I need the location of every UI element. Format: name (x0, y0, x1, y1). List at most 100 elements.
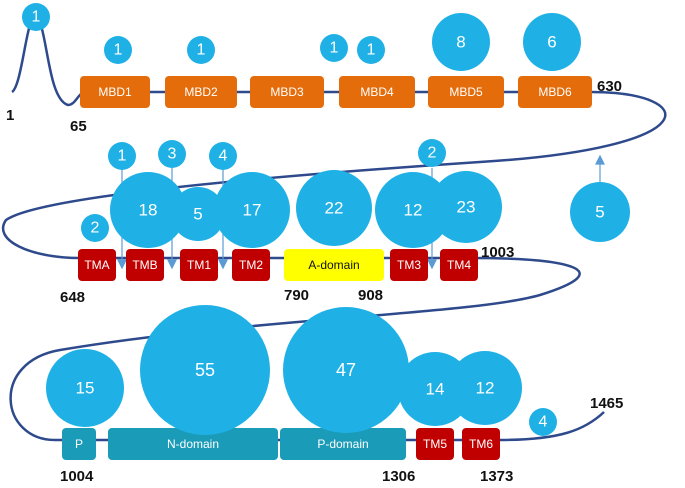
bubble-mbd5-label: 8 (456, 33, 465, 52)
pos-1306: 1306 (382, 468, 415, 485)
mbd3-label: MBD3 (270, 85, 304, 99)
n-domain-label: N-domain (167, 437, 219, 451)
tm5-box (416, 428, 454, 460)
bubble-mbd6 (523, 13, 581, 71)
backbone (2, 14, 667, 442)
bubble-arrow-tmb (108, 142, 136, 170)
bubble-mbd3-label: 1 (330, 40, 339, 57)
bubble-tm1b (171, 187, 225, 241)
bubble-pdomain (283, 307, 409, 433)
pos-1003: 1003 (481, 244, 514, 261)
bubble-p (46, 349, 124, 427)
tm1-label: TM1 (187, 258, 211, 272)
bubble-tma (81, 214, 109, 242)
arrow-tmb-head (117, 259, 127, 270)
arrow-tm1-head (167, 259, 177, 270)
tmb-label: TMB (132, 258, 157, 272)
domains: MBD1 MBD2 MBD3 MBD4 MBD5 MBD6 TMA TMB TM… (62, 76, 592, 460)
bubble-mbd3 (320, 34, 348, 62)
bubble-tm4-label: 23 (457, 198, 476, 217)
bubble-mbd5 (432, 13, 490, 71)
mbd5-label: MBD5 (449, 85, 483, 99)
mbd1-box (80, 76, 150, 108)
tm3-label: TM3 (397, 258, 421, 272)
pos-790: 790 (284, 287, 309, 304)
bubble-mbd6-label: 6 (547, 33, 556, 52)
pos-648: 648 (60, 289, 85, 306)
pos-908: 908 (358, 287, 383, 304)
pos-65: 65 (70, 118, 87, 135)
bubble-mbd4-label: 1 (367, 42, 376, 59)
bubble-loop2 (570, 182, 630, 242)
pos-1004: 1004 (60, 468, 94, 485)
tm3-box (390, 249, 428, 281)
bubble-arrow-tm1-label: 3 (168, 146, 177, 163)
tm2-box (232, 249, 270, 281)
arrow-loop-head (595, 154, 605, 165)
bubble-tm3-label: 12 (404, 201, 423, 220)
pos-1465: 1465 (590, 395, 623, 412)
bubble-cterm (529, 408, 557, 436)
bubble-arrow-tm4-label: 2 (428, 145, 437, 162)
tm6-box (462, 428, 500, 460)
p-label: P (75, 437, 83, 451)
bubble-tm6 (448, 351, 522, 425)
bubble-tm4 (430, 171, 502, 243)
mbd1-label: MBD1 (98, 85, 132, 99)
mbd6-label: MBD6 (538, 85, 572, 99)
bubble-arrow-tmb-label: 1 (118, 148, 127, 165)
n-domain-box (108, 428, 278, 460)
tm1-box (180, 249, 218, 281)
bubble-tm1 (110, 172, 186, 248)
bubble-mbd2 (187, 36, 215, 64)
bubble-tm3 (375, 172, 451, 248)
backbone-line (2, 14, 667, 442)
bubble-arrow-tm4 (418, 139, 446, 167)
p-box (62, 428, 96, 460)
pos-1: 1 (6, 107, 14, 124)
mbd5-box (428, 76, 504, 108)
p-domain-box (280, 428, 406, 460)
bubble-p-label: 15 (76, 379, 95, 398)
tm4-label: TM4 (447, 258, 471, 272)
mbd2-label: MBD2 (184, 85, 218, 99)
tma-label: TMA (84, 258, 109, 272)
bubble-tm1b-label: 5 (193, 205, 202, 224)
a-domain-label: A-domain (308, 258, 359, 272)
bubble-cterm-label: 4 (539, 414, 548, 431)
mbd4-label: MBD4 (360, 85, 394, 99)
pos-630: 630 (597, 78, 622, 95)
tm4-box (440, 249, 478, 281)
tm5-label: TM5 (423, 437, 447, 451)
mbd4-box (339, 76, 415, 108)
bubble-ndomain-label: 55 (195, 360, 215, 380)
arrow-tm2-head (218, 259, 228, 270)
bubble-tma-label: 2 (91, 220, 100, 237)
mbd2-box (165, 76, 237, 108)
bubble-arrow-tm2-label: 4 (219, 148, 228, 165)
bubble-tm2 (214, 172, 290, 248)
bubble-arrow-tm1 (158, 140, 186, 168)
tmb-box (126, 249, 164, 281)
bubble-loop2-label: 5 (595, 203, 604, 222)
tm2-label: TM2 (239, 258, 263, 272)
position-labels: 1 65 630 648 790 908 1003 1004 1306 1373… (6, 78, 623, 485)
pos-1373: 1373 (480, 468, 513, 485)
p-domain-label: P-domain (317, 437, 368, 451)
bubble-nterm-label: 1 (32, 9, 41, 26)
mbd6-box (518, 76, 592, 108)
bubble-mbd1-label: 1 (114, 42, 123, 59)
a-domain-box (284, 249, 384, 281)
arrow-tm4-head (427, 259, 437, 270)
bubbles: 1 1 1 1 1 8 6 1 3 4 2 5 2 18 17 5 22 12 (22, 3, 630, 436)
bubble-tm6-label: 12 (476, 379, 495, 398)
mbd3-box (250, 76, 324, 108)
tm6-label: TM6 (469, 437, 493, 451)
bubble-adomain-label: 22 (325, 199, 344, 218)
bubble-ndomain (140, 305, 270, 435)
bubble-arrow-tm2 (209, 142, 237, 170)
bubble-mbd2-label: 1 (197, 42, 206, 59)
tma-box (78, 249, 116, 281)
bubble-pdomain-label: 47 (336, 360, 356, 380)
